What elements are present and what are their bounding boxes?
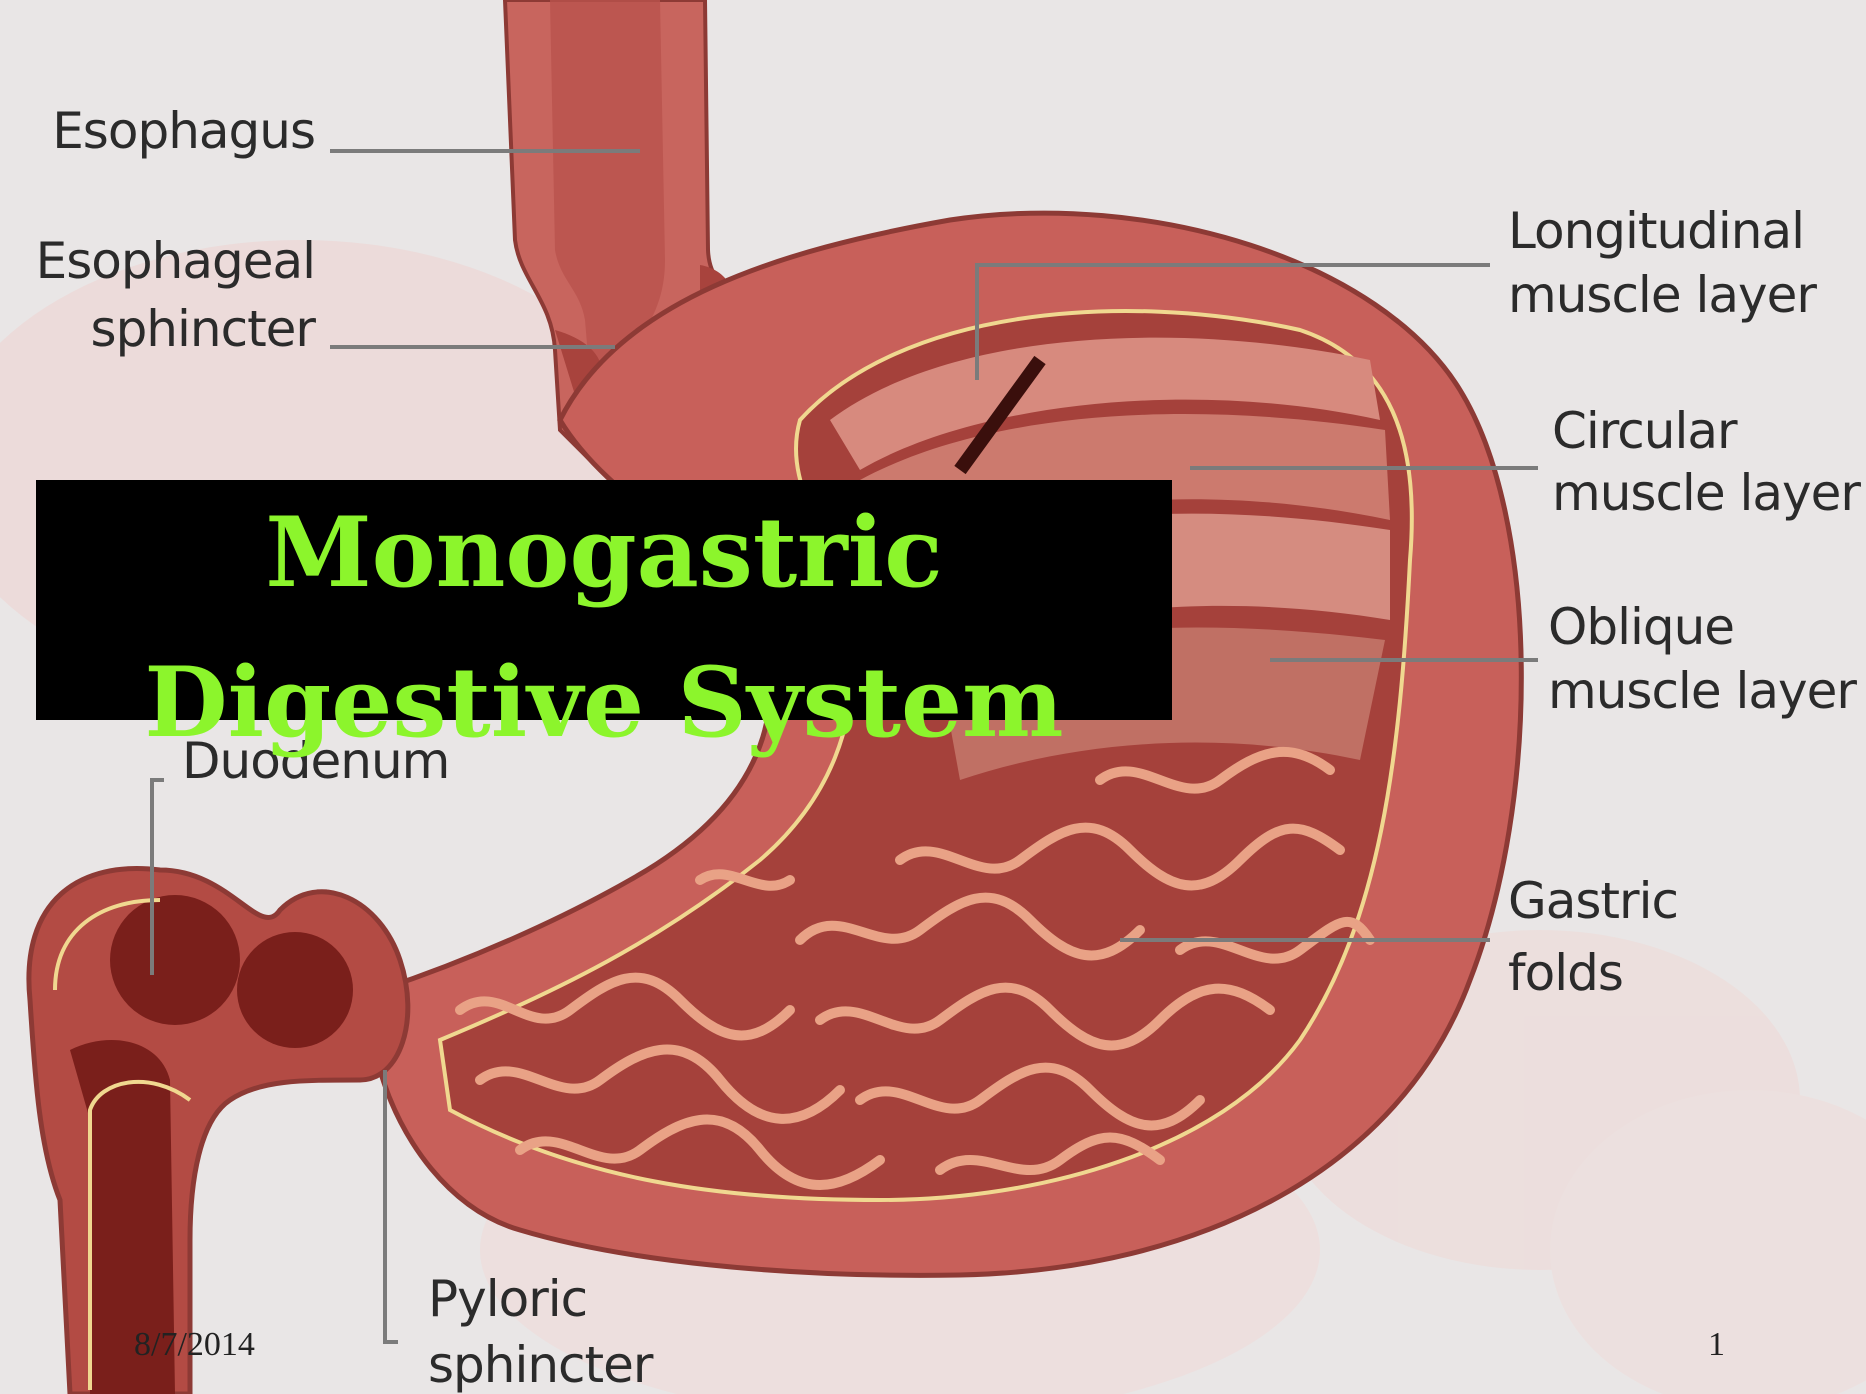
label-oblique-2: muscle layer [1548, 660, 1856, 722]
duodenum-shape [29, 869, 408, 1394]
label-longitudinal-2: muscle layer [1508, 264, 1816, 326]
label-esophagus: Esophagus [40, 100, 315, 162]
label-longitudinal-1: Longitudinal [1508, 200, 1804, 262]
slide-title: Monogastric Digestive System [36, 478, 1172, 778]
label-gastric-2: folds [1508, 942, 1623, 1004]
title-line-2: Digestive System [36, 628, 1172, 778]
page-number: 1 [1708, 1326, 1725, 1364]
label-circular-1: Circular [1552, 400, 1737, 462]
footer-date: 8/7/2014 [134, 1326, 255, 1364]
label-oblique-1: Oblique [1548, 596, 1734, 658]
label-pyloric-2: sphincter [428, 1334, 652, 1394]
label-esophageal-sphincter-1: Esophageal [20, 230, 315, 292]
label-esophageal-sphincter-2: sphincter [20, 298, 315, 360]
label-circular-2: muscle layer [1552, 462, 1860, 524]
label-pyloric-1: Pyloric [428, 1268, 587, 1330]
label-gastric-1: Gastric [1508, 870, 1678, 932]
title-line-1: Monogastric [36, 478, 1172, 628]
